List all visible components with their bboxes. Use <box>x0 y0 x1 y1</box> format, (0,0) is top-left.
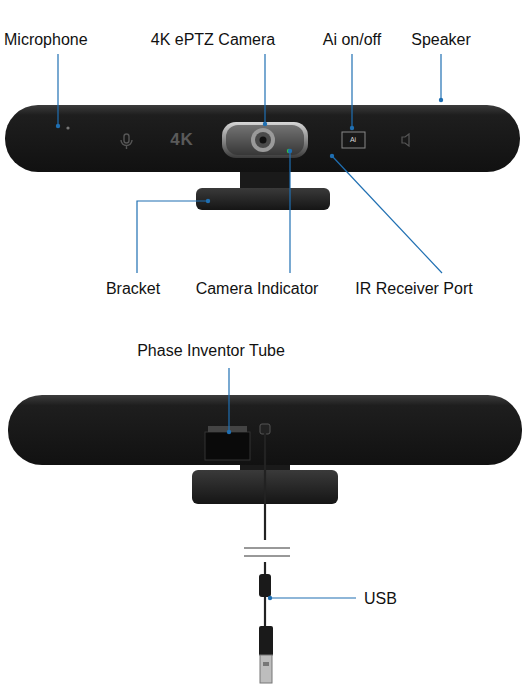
device-marking: Ai <box>350 136 356 144</box>
part-label: Phase Inventor Tube <box>137 341 285 360</box>
part-label: Ai on/off <box>323 30 381 49</box>
device-marking: 4K <box>170 130 194 150</box>
part-label: Camera Indicator <box>196 279 319 298</box>
part-label: IR Receiver Port <box>355 279 472 298</box>
part-label: 4K ePTZ Camera <box>151 30 275 49</box>
part-label: USB <box>364 589 397 608</box>
part-label: Microphone <box>4 30 88 49</box>
part-label: Speaker <box>411 30 471 49</box>
part-label: Bracket <box>106 279 160 298</box>
